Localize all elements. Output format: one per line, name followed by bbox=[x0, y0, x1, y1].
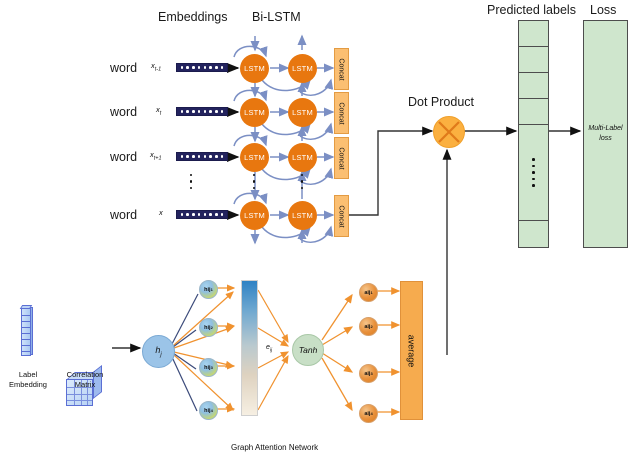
word-label-row-2: word bbox=[110, 105, 138, 119]
word-label-row-4: word bbox=[110, 208, 138, 222]
loss-text-line2: loss bbox=[599, 135, 612, 142]
embedding-symbol-row-3: xt+1 bbox=[150, 150, 162, 162]
ellipsis-lstm-forward bbox=[253, 174, 256, 190]
label-embedding-caption-line2: Embedding bbox=[9, 380, 47, 390]
word-label-row-1: word bbox=[110, 61, 138, 75]
correlation-caption-line1: Correlation bbox=[66, 370, 104, 379]
embedding-vector-row-1 bbox=[176, 63, 228, 72]
average-label: average bbox=[406, 334, 417, 367]
predicted-label-cell[interactable] bbox=[519, 221, 548, 246]
average-bar[interactable]: average bbox=[400, 281, 423, 420]
concat-box-row-4[interactable]: Concat bbox=[334, 195, 349, 237]
embedding-vector-row-4 bbox=[176, 210, 228, 219]
concat-box-row-2[interactable]: Concat bbox=[334, 92, 349, 134]
lstm-forward-row-3[interactable]: LSTM bbox=[240, 143, 269, 172]
lstm-backward-row-2[interactable]: LSTM bbox=[288, 98, 317, 127]
heading-dot-product: Dot Product bbox=[408, 95, 475, 109]
embedding-symbol-row-2: xt bbox=[156, 105, 162, 117]
correlation-caption-line2: Matrix bbox=[74, 380, 96, 390]
lstm-forward-row-4[interactable]: LSTM bbox=[240, 201, 269, 230]
eij-label: eij bbox=[266, 344, 273, 354]
predicted-label-cell[interactable] bbox=[519, 73, 548, 99]
embedding-vector-row-2 bbox=[176, 107, 228, 116]
predicted-label-cell[interactable] bbox=[519, 21, 548, 47]
heading-embeddings: Embeddings bbox=[158, 10, 228, 24]
dot-product-node[interactable] bbox=[433, 116, 465, 148]
lstm-backward-row-4[interactable]: LSTM bbox=[288, 201, 317, 230]
predicted-labels-column[interactable] bbox=[518, 20, 549, 248]
label-embedding-caption-line1: Label bbox=[18, 370, 38, 379]
predicted-label-ellipsis-cell bbox=[519, 125, 548, 221]
ellipsis-lstm-backward bbox=[301, 174, 304, 190]
attention-gradient-bar bbox=[241, 280, 258, 416]
tanh-node[interactable]: Tanh bbox=[292, 334, 324, 366]
word-label-row-3: word bbox=[110, 150, 138, 164]
loss-text-line1: Multi-Label bbox=[588, 124, 623, 132]
lstm-forward-row-1[interactable]: LSTM bbox=[240, 54, 269, 83]
heading-bilstm: Bi-LSTM bbox=[252, 10, 301, 24]
predicted-label-cell[interactable] bbox=[519, 99, 548, 125]
loss-text: Multi-Label loss bbox=[588, 124, 622, 145]
embedding-symbol-row-4: x bbox=[159, 208, 163, 217]
embedding-symbol-row-1: xt-1 bbox=[151, 61, 162, 73]
heading-predicted-labels: Predicted labels bbox=[487, 3, 576, 17]
label-embedding-icon bbox=[19, 305, 33, 357]
hj-node[interactable]: hj bbox=[142, 335, 175, 368]
correlation-matrix-icon bbox=[66, 364, 104, 406]
graph-attention-network-caption: Graph Attention Network bbox=[231, 443, 319, 452]
lstm-backward-row-3[interactable]: LSTM bbox=[288, 143, 317, 172]
hj-label: hj bbox=[155, 345, 162, 358]
label-embedding-caption: Label Embedding bbox=[0, 370, 56, 390]
predicted-label-cell[interactable] bbox=[519, 47, 548, 73]
concat-box-row-1[interactable]: Concat bbox=[334, 48, 349, 90]
lstm-backward-row-1[interactable]: LSTM bbox=[288, 54, 317, 83]
loss-box[interactable]: Multi-Label loss bbox=[583, 20, 628, 248]
concat-box-row-3[interactable]: Concat bbox=[334, 137, 349, 179]
correlation-matrix-caption: Correlation Matrix bbox=[56, 370, 114, 390]
ellipsis-predicted-labels bbox=[519, 125, 548, 220]
heading-loss: Loss bbox=[590, 3, 617, 17]
cross-icon bbox=[438, 121, 460, 143]
lstm-forward-row-2[interactable]: LSTM bbox=[240, 98, 269, 127]
ellipsis-embeddings bbox=[190, 174, 193, 190]
embedding-vector-row-3 bbox=[176, 152, 228, 161]
